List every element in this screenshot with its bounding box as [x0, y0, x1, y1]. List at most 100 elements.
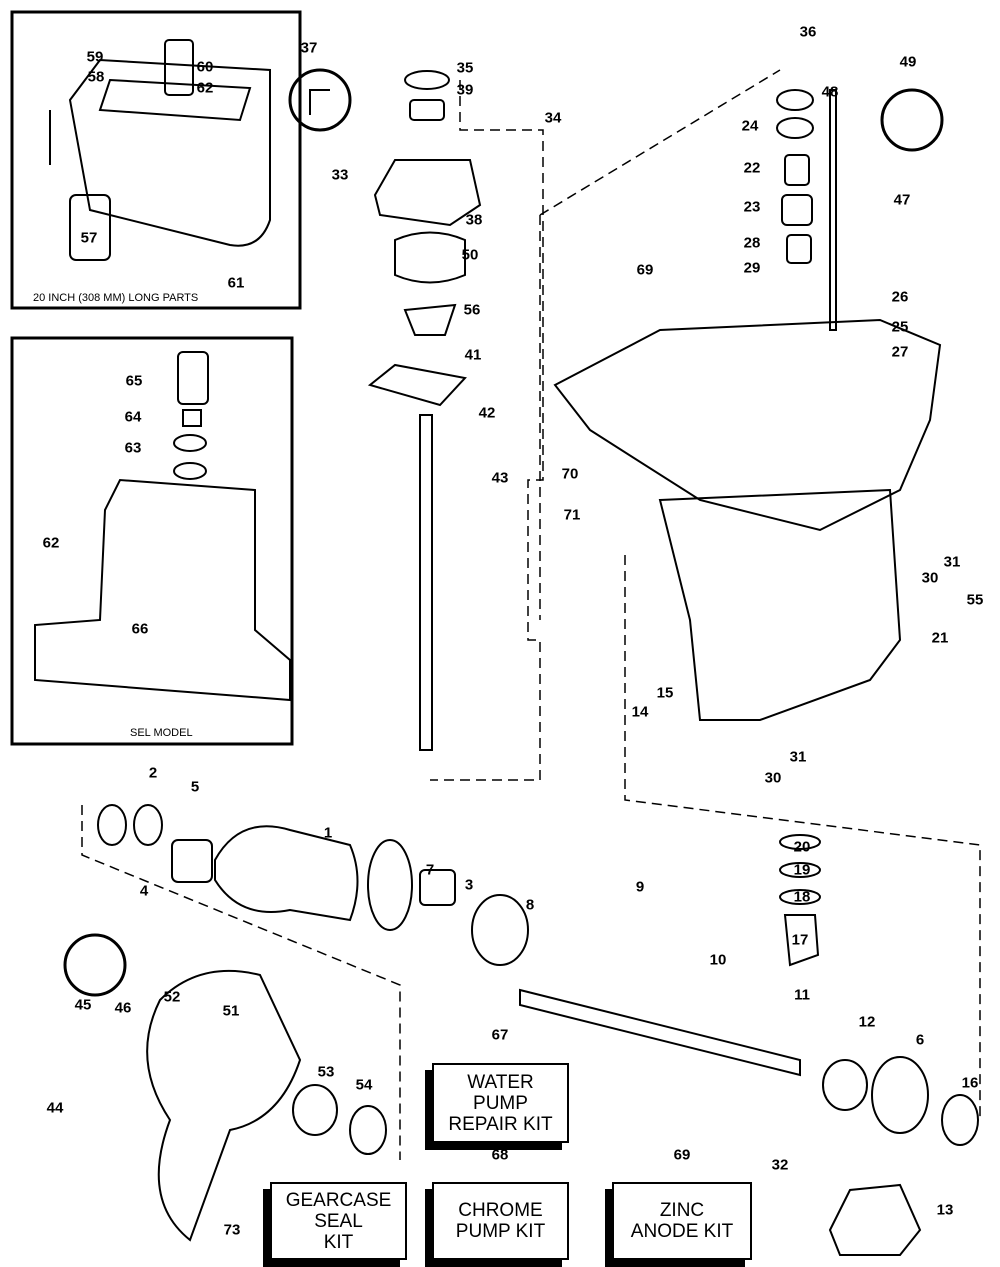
callout-number: 69 [636, 261, 654, 279]
gearcase-upper [553, 318, 942, 532]
detail-circle-icon [63, 933, 127, 997]
callout-number: 60 [196, 58, 214, 76]
callout-number: 36 [799, 23, 817, 41]
callout-number: 61 [227, 274, 245, 292]
callout-number: 70 [561, 465, 579, 483]
callout-number: 37 [300, 39, 318, 57]
callout-number: 46 [114, 999, 132, 1017]
callout-number: 45 [74, 996, 92, 1014]
exhaust-housing-sel [34, 478, 291, 702]
part-64 [182, 409, 202, 427]
callout-number: 42 [478, 404, 496, 422]
callout-number: 7 [425, 861, 435, 879]
callout-number: 39 [456, 81, 474, 99]
driveshaft [419, 414, 433, 751]
callout-number: 32 [771, 1156, 789, 1174]
callout-number: 29 [743, 259, 761, 277]
kit-number: 69 [673, 1146, 691, 1164]
callout-number: 17 [791, 931, 809, 949]
shifter-yoke [828, 1183, 922, 1256]
callout-number: 59 [86, 48, 104, 66]
callout-number: 22 [743, 159, 761, 177]
part-35 [404, 70, 450, 90]
callout-number: 2 [148, 764, 158, 782]
impeller [403, 303, 457, 336]
long-parts-caption: 20 INCH (308 MM) LONG PARTS [33, 292, 199, 304]
callout-number: 44 [46, 1099, 64, 1117]
callout-number: 64 [124, 408, 142, 426]
detail-circle-icon [288, 68, 352, 132]
part-42 [367, 363, 467, 407]
callout-number: 62 [42, 534, 60, 552]
callout-number: 31 [789, 748, 807, 766]
water-pump-housing [373, 159, 482, 227]
callout-number: 11 [794, 986, 810, 1004]
sel-model-caption: SEL MODEL [130, 727, 193, 739]
callout-number: 58 [87, 68, 105, 86]
callout-number: 15 [656, 684, 674, 702]
sel-model-inset-frame [10, 336, 294, 746]
callout-number: 26 [891, 288, 909, 306]
callout-number: 14 [631, 703, 649, 721]
callout-number: 31 [943, 553, 961, 571]
kit-number: 68 [491, 1146, 509, 1164]
callout-number: 1 [323, 824, 333, 842]
callout-number: 13 [936, 1201, 954, 1219]
callout-number: 57 [80, 229, 98, 247]
callout-number: 21 [931, 629, 949, 647]
callout-number: 38 [465, 211, 483, 229]
callout-number: 52 [163, 988, 181, 1006]
callout-number: 9 [635, 878, 645, 896]
callout-number: 10 [709, 951, 727, 969]
callout-number: 3 [464, 876, 474, 894]
callout-number: 30 [764, 769, 782, 787]
callout-number: 53 [317, 1063, 335, 1081]
callout-number: 18 [793, 888, 811, 906]
callout-number: 55 [966, 591, 984, 609]
pinion-gear [783, 914, 820, 967]
kit-number: 73 [223, 1221, 241, 1239]
gear-8 [471, 894, 529, 966]
callout-number: 63 [124, 439, 142, 457]
callout-number: 27 [891, 343, 909, 361]
callout-number: 16 [961, 1074, 979, 1092]
callout-number: 28 [743, 234, 761, 252]
exhaust-housing-long [68, 58, 271, 247]
callout-number: 24 [741, 117, 759, 135]
shift-rod [829, 89, 837, 331]
callout-number: 48 [821, 83, 839, 101]
callout-number: 19 [793, 861, 811, 879]
callout-number: 43 [491, 469, 509, 487]
callout-number: 62 [196, 79, 214, 97]
propeller-shaft [519, 988, 801, 1077]
callout-number: 51 [222, 1002, 240, 1020]
gearcase-lower [658, 488, 902, 721]
callout-number: 66 [131, 620, 149, 638]
long-parts-inset-frame [10, 10, 302, 310]
callout-number: 71 [563, 506, 581, 524]
callout-number: 33 [331, 166, 349, 184]
callout-number: 12 [858, 1013, 876, 1031]
callout-number: 49 [899, 53, 917, 71]
callout-number: 54 [355, 1076, 373, 1094]
callout-number: 50 [461, 246, 479, 264]
callout-number: 47 [893, 191, 911, 209]
callout-number: 8 [525, 896, 535, 914]
callout-number: 41 [464, 346, 482, 364]
callout-number: 65 [125, 372, 143, 390]
callout-number: 20 [793, 838, 811, 856]
part-60 [164, 39, 194, 96]
callout-number: 6 [915, 1031, 925, 1049]
callout-number: 25 [891, 318, 909, 336]
bearing-housing [214, 825, 359, 922]
callout-number: 23 [743, 198, 761, 216]
propeller [146, 969, 302, 1242]
part-57 [69, 194, 111, 261]
kit-number: 67 [491, 1026, 509, 1044]
part-50 [394, 231, 466, 284]
